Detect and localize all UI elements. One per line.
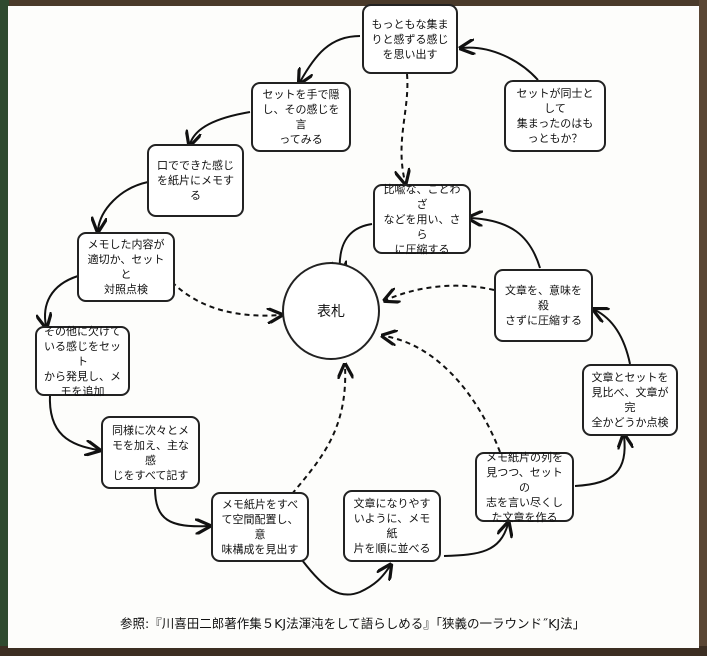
dashed-spatial-to-center [291,366,345,495]
node-spatial-layout: メモ紙片をすべ て空間配置し、意 味構成を見出す [211,492,309,562]
node-hide-set: セットを手で隠 し、その感じを言 ってみる [251,82,351,152]
arrow-write-sentence-to-compare [574,436,625,487]
frame-left [0,0,9,656]
node-why-together: セットが同士と して 集まったのはも っともか？ [504,80,606,152]
arrow-add-to-write [48,393,98,450]
frame-bottom [0,646,707,656]
dashed-recall-to-metaphor [402,73,408,182]
dashed-compress-to-center [386,284,495,300]
arrow-why-to-recall [462,48,539,81]
node-check-memo: メモした内容が 適切か、セットと 対照点検 [77,232,175,302]
dashed-write-sentence-to-center [384,336,501,453]
reference-note: 参照:『川喜田二郎著作集５KJ法渾沌をして語らしめる』「狭義の一ラウンド˝KJ法… [120,616,586,631]
node-order-cards: 文章になりやす いように、メモ紙 片を順に並べる [343,490,441,562]
arrow-write-to-spatial [154,487,208,526]
node-write-all: 同様に次々とメ モを加え、主な感 じをすべて記す [101,416,200,489]
node-metaphor-compress: 比喩な、ことわざ などを用い、さら に圧縮する [373,183,471,256]
arrow-compare-to-compress [595,310,631,365]
node-write-sentence: メモ紙片の列を 見つつ、セットの 志を言い尽くし た文章を作る [475,451,574,524]
arrow-memo-to-check [98,181,149,230]
node-recall-feeling: もっともな集ま りと感ずる感じ を思い出す [362,4,458,74]
node-add-memo: その他に欠けて いる感じをセット から発見し、メ モを追加 [35,325,130,398]
node-compress-sentence: 文章を、意味を殺 さずに圧縮する [494,269,593,342]
dashed-check-to-center [171,281,280,316]
arrow-hide-to-memo [190,111,251,144]
arrow-spatial-to-order [301,559,390,596]
arrow-check-to-add [45,275,79,326]
frame-top [0,0,707,10]
arrow-order-to-write-sentence [443,524,508,557]
frame-right [699,0,707,656]
node-memo-card: 口でできた感じ を紙片にメモす る [147,144,244,217]
arrow-compress-to-metaphor [470,218,541,269]
arrow-recall-to-hide [300,35,361,82]
node-compare-set: 文章とセットを 見比べ、文章が完 全かどうか点検 [582,364,678,436]
center-label: 表札 [282,262,380,360]
